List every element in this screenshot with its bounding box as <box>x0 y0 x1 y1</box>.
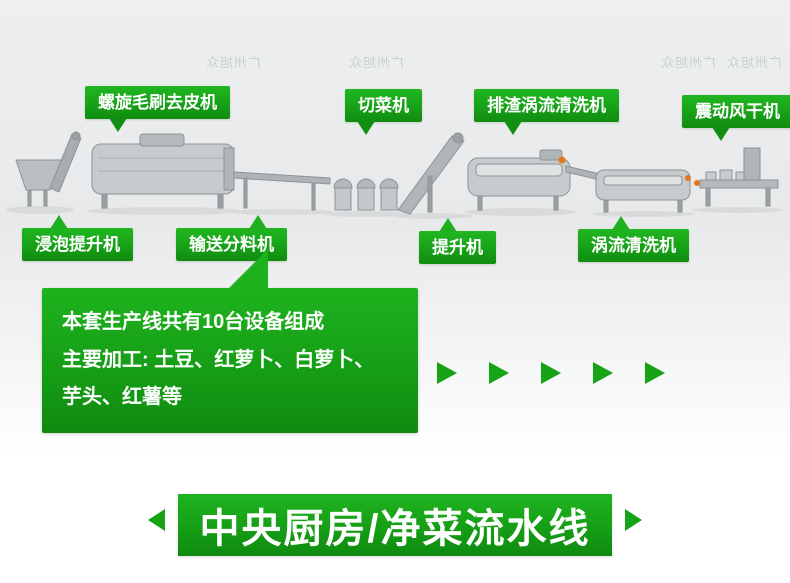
watermark: 广州旭众 <box>348 55 405 70</box>
watermark: 广州旭众 <box>205 55 262 70</box>
callout-pointer <box>249 215 267 229</box>
flow-arrow-icon <box>593 362 613 384</box>
production-line-infobox: 本套生产线共有10台设备组成 主要加工: 土豆、红萝卜、白萝卜、 芋头、红薯等 <box>42 249 418 433</box>
callout-peeler: 螺旋毛刷去皮机 <box>85 86 230 132</box>
title-banner: 中央厨房/净菜流水线 <box>178 494 612 556</box>
callout-cutter: 切菜机 <box>345 89 422 135</box>
callout-pointer <box>109 118 127 132</box>
callout-pointer <box>357 121 375 135</box>
callout-pointer <box>504 121 522 135</box>
callout-slag-washer-label: 排渣涡流清洗机 <box>487 96 606 115</box>
flow-arrow-icon <box>541 362 561 384</box>
callout-pointer <box>612 216 630 230</box>
callout-elevator: 提升机 <box>419 218 496 264</box>
callout-distributor: 输送分料机 <box>176 215 287 261</box>
callout-vortex-washer-label: 涡流清洗机 <box>591 236 676 255</box>
callout-peeler-label: 螺旋毛刷去皮机 <box>98 93 217 112</box>
infobox-line1: 本套生产线共有10台设备组成 <box>62 311 325 333</box>
watermark: 广州旭众 <box>660 55 717 70</box>
infobox-line2: 主要加工: 土豆、红萝卜、白萝卜、 <box>62 348 375 371</box>
infobox-pointer <box>228 249 268 289</box>
flow-arrow-icon <box>437 362 457 384</box>
flow-arrow-icon <box>645 362 665 384</box>
banner-left-triangle-icon <box>148 509 165 531</box>
flow-arrow-icon <box>489 362 509 384</box>
callout-vortex-washer: 涡流清洗机 <box>578 216 689 262</box>
callout-distributor-label: 输送分料机 <box>189 235 274 254</box>
callout-dryer-label: 震动风干机 <box>695 102 780 121</box>
callout-slag-washer: 排渣涡流清洗机 <box>474 89 619 135</box>
banner-right-triangle-icon <box>625 509 642 531</box>
production-line-illustration <box>6 131 784 219</box>
callout-pointer <box>50 215 68 229</box>
callout-dryer: 震动风干机 <box>682 95 790 141</box>
callout-soak-elevator: 浸泡提升机 <box>22 215 133 261</box>
callout-pointer <box>439 218 457 232</box>
callout-soak-elevator-label: 浸泡提升机 <box>35 235 120 254</box>
callout-elevator-label: 提升机 <box>432 238 483 257</box>
callout-pointer <box>712 127 730 141</box>
page-title: 中央厨房/净菜流水线 <box>199 507 591 551</box>
infobox-line3: 芋头、红薯等 <box>62 386 182 409</box>
watermark: 广州旭众 <box>726 55 783 70</box>
callout-cutter-label: 切菜机 <box>358 96 409 115</box>
